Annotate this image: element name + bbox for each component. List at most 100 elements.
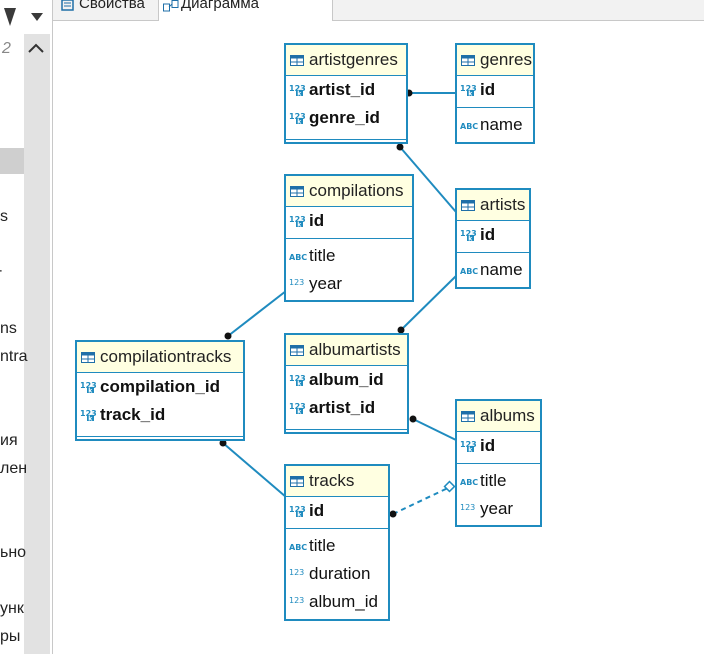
key-separator — [457, 107, 533, 108]
svg-text:k: k — [468, 236, 473, 243]
column-name: album_id — [309, 370, 384, 389]
svg-text:123: 123 — [460, 503, 475, 512]
column-name: id — [480, 80, 496, 99]
navigator-item[interactable]: ns — [0, 320, 17, 337]
navigator-item[interactable]: ntra — [0, 348, 28, 365]
text-type-icon: ABC — [289, 543, 307, 552]
relationship-line — [400, 275, 457, 331]
column-name: duration — [309, 564, 371, 583]
relationship-end — [397, 326, 405, 334]
navigator-item[interactable]: унк — [0, 600, 24, 617]
number-type-icon: 123 — [460, 503, 475, 512]
text-type-icon: ABC — [289, 253, 307, 262]
column-name: name — [480, 115, 523, 134]
column-type: 123 — [289, 277, 307, 291]
navigator-item[interactable]: ия — [0, 432, 18, 449]
svg-text:k: k — [297, 222, 302, 229]
column-name: title — [480, 471, 507, 490]
svg-text:k: k — [297, 512, 302, 519]
svg-text:123: 123 — [289, 505, 306, 514]
svg-text:123: 123 — [80, 409, 97, 418]
relationship-end — [389, 510, 397, 518]
svg-text:123: 123 — [460, 229, 477, 238]
svg-text:k: k — [297, 119, 302, 126]
scroll-up-icon[interactable] — [26, 40, 46, 56]
entity-header[interactable]: tracks — [286, 466, 388, 497]
svg-text:ABC: ABC — [460, 267, 478, 276]
number-type-icon: 123 — [289, 278, 304, 287]
navigator-item[interactable]: - — [0, 262, 2, 280]
relationship-line — [222, 442, 287, 498]
column-name: id — [480, 225, 496, 244]
navigator-item[interactable]: ры — [0, 628, 21, 645]
navigator-toolbar — [0, 0, 52, 34]
svg-text:123: 123 — [289, 402, 306, 411]
column-name: id — [309, 501, 325, 520]
navigator-item[interactable]: ьно — [0, 544, 27, 561]
entity-header[interactable]: compilations — [286, 176, 412, 207]
relationship-end — [219, 439, 227, 447]
table-icon — [81, 351, 95, 363]
column-name: id — [480, 436, 496, 455]
relationship-diamond — [443, 480, 456, 493]
svg-text:123: 123 — [289, 215, 306, 224]
svg-text:ABC: ABC — [460, 122, 478, 131]
navigator-selected-row[interactable] — [0, 148, 24, 174]
entity-header[interactable]: albums — [457, 401, 540, 432]
key-separator — [77, 436, 243, 437]
table-icon — [290, 185, 304, 197]
table-icon — [290, 54, 304, 66]
navigator-item[interactable]: лен — [0, 460, 28, 477]
entity-header[interactable]: compilationtracks — [77, 342, 243, 373]
column-name: album_id — [309, 592, 378, 611]
tab-properties[interactable]: Свойства — [55, 0, 155, 20]
tab-diagram[interactable]: Диаграмма — [158, 0, 333, 21]
svg-text:ABC: ABC — [460, 478, 478, 487]
svg-text:123: 123 — [460, 84, 477, 93]
navigator-scrollbar[interactable] — [24, 34, 50, 654]
text-type-icon: ABC — [460, 122, 478, 131]
entity-header[interactable]: albumartists — [286, 335, 407, 366]
key-separator — [286, 528, 388, 529]
chevron-down-icon[interactable] — [0, 0, 52, 34]
column-type: ABC — [289, 539, 307, 553]
navigator-item[interactable]: s — [0, 208, 8, 225]
column-type: 123 — [460, 502, 478, 516]
entity-header[interactable]: artistgenres — [286, 45, 406, 76]
relationship-line — [227, 290, 287, 337]
entity-header[interactable]: artists — [457, 190, 529, 221]
entity-header[interactable]: genres — [457, 45, 533, 76]
